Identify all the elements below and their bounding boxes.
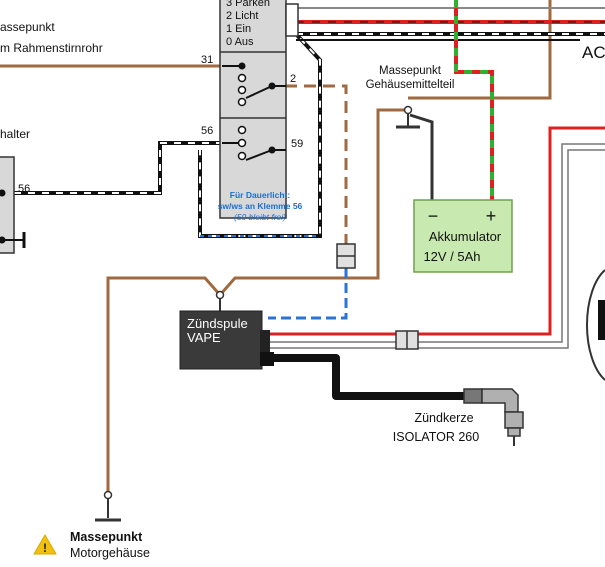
warning-icon: ! bbox=[33, 534, 57, 555]
ignition-coil-label-2: VAPE bbox=[187, 330, 221, 345]
battery-spec: 12V / 5Ah bbox=[423, 249, 480, 264]
battery-plus-symbol: + bbox=[486, 206, 497, 226]
spark-plug-label-2: ISOLATOR 260 bbox=[393, 430, 479, 444]
ignition-coil-label-1: Zündspule bbox=[187, 316, 248, 331]
wire-blue-dashed-coil bbox=[268, 268, 348, 320]
terminal-56-label: 56 bbox=[201, 125, 213, 137]
switch-position-3: 3 Parken bbox=[226, 0, 270, 9]
engine-ground-symbol bbox=[95, 490, 121, 522]
wire-black-battery-minus bbox=[409, 113, 434, 200]
left-switch bbox=[0, 156, 26, 254]
housing-ground-symbol bbox=[396, 105, 420, 129]
switch-position-0: 0 Aus bbox=[226, 36, 254, 48]
terminal-31-label: 31 bbox=[201, 54, 213, 66]
wire-brown-housing bbox=[106, 108, 408, 495]
housing-ground-label-1: Massepunkt bbox=[379, 65, 442, 77]
ignition-coil bbox=[179, 290, 274, 370]
terminal-2-label: 2 bbox=[290, 73, 296, 85]
permanent-light-note-line2: sw/ws an Klemme 56 bbox=[218, 201, 303, 211]
wire-red-green-battery bbox=[454, 0, 494, 200]
warning-icon-symbol: ! bbox=[43, 541, 47, 555]
left-ground-label-1: assepunkt bbox=[0, 20, 55, 34]
inline-connector bbox=[336, 243, 356, 269]
ignition-switch bbox=[219, 0, 299, 219]
left-ground-label-2: m Rahmenstirnrohr bbox=[0, 41, 103, 55]
edge-label-ac: AC bbox=[582, 43, 605, 62]
permanent-light-note-line1: Für Dauerlicht: bbox=[230, 190, 291, 200]
terminal-59-label: 59 bbox=[291, 138, 303, 150]
battery-minus-symbol: − bbox=[428, 206, 439, 226]
right-edge-component bbox=[580, 36, 605, 381]
spark-plug bbox=[463, 388, 524, 446]
left-switch-label: halter bbox=[0, 127, 30, 141]
switch-position-1: 1 Ein bbox=[226, 23, 251, 35]
switch-position-2: 2 Licht bbox=[226, 10, 258, 22]
wire-brown-dashed-terminal2 bbox=[285, 84, 348, 245]
engine-ground-label-1: Massepunkt bbox=[70, 530, 143, 544]
red-wire-connector bbox=[395, 330, 419, 350]
battery-name: Akkumulator bbox=[429, 229, 502, 244]
permanent-light-note-line3: (59 bleibt frei) bbox=[234, 212, 286, 222]
wire-black-white-56 bbox=[14, 141, 222, 195]
spark-plug-label-1: Zündkerze bbox=[414, 411, 473, 425]
wire-ht-spark-plug bbox=[268, 354, 470, 400]
housing-ground-label-2: Gehäusemittelteil bbox=[366, 79, 455, 91]
engine-ground-label-2: Motorgehäuse bbox=[70, 546, 150, 560]
battery bbox=[413, 199, 513, 273]
terminal-56-left-label: 56 bbox=[18, 183, 30, 195]
